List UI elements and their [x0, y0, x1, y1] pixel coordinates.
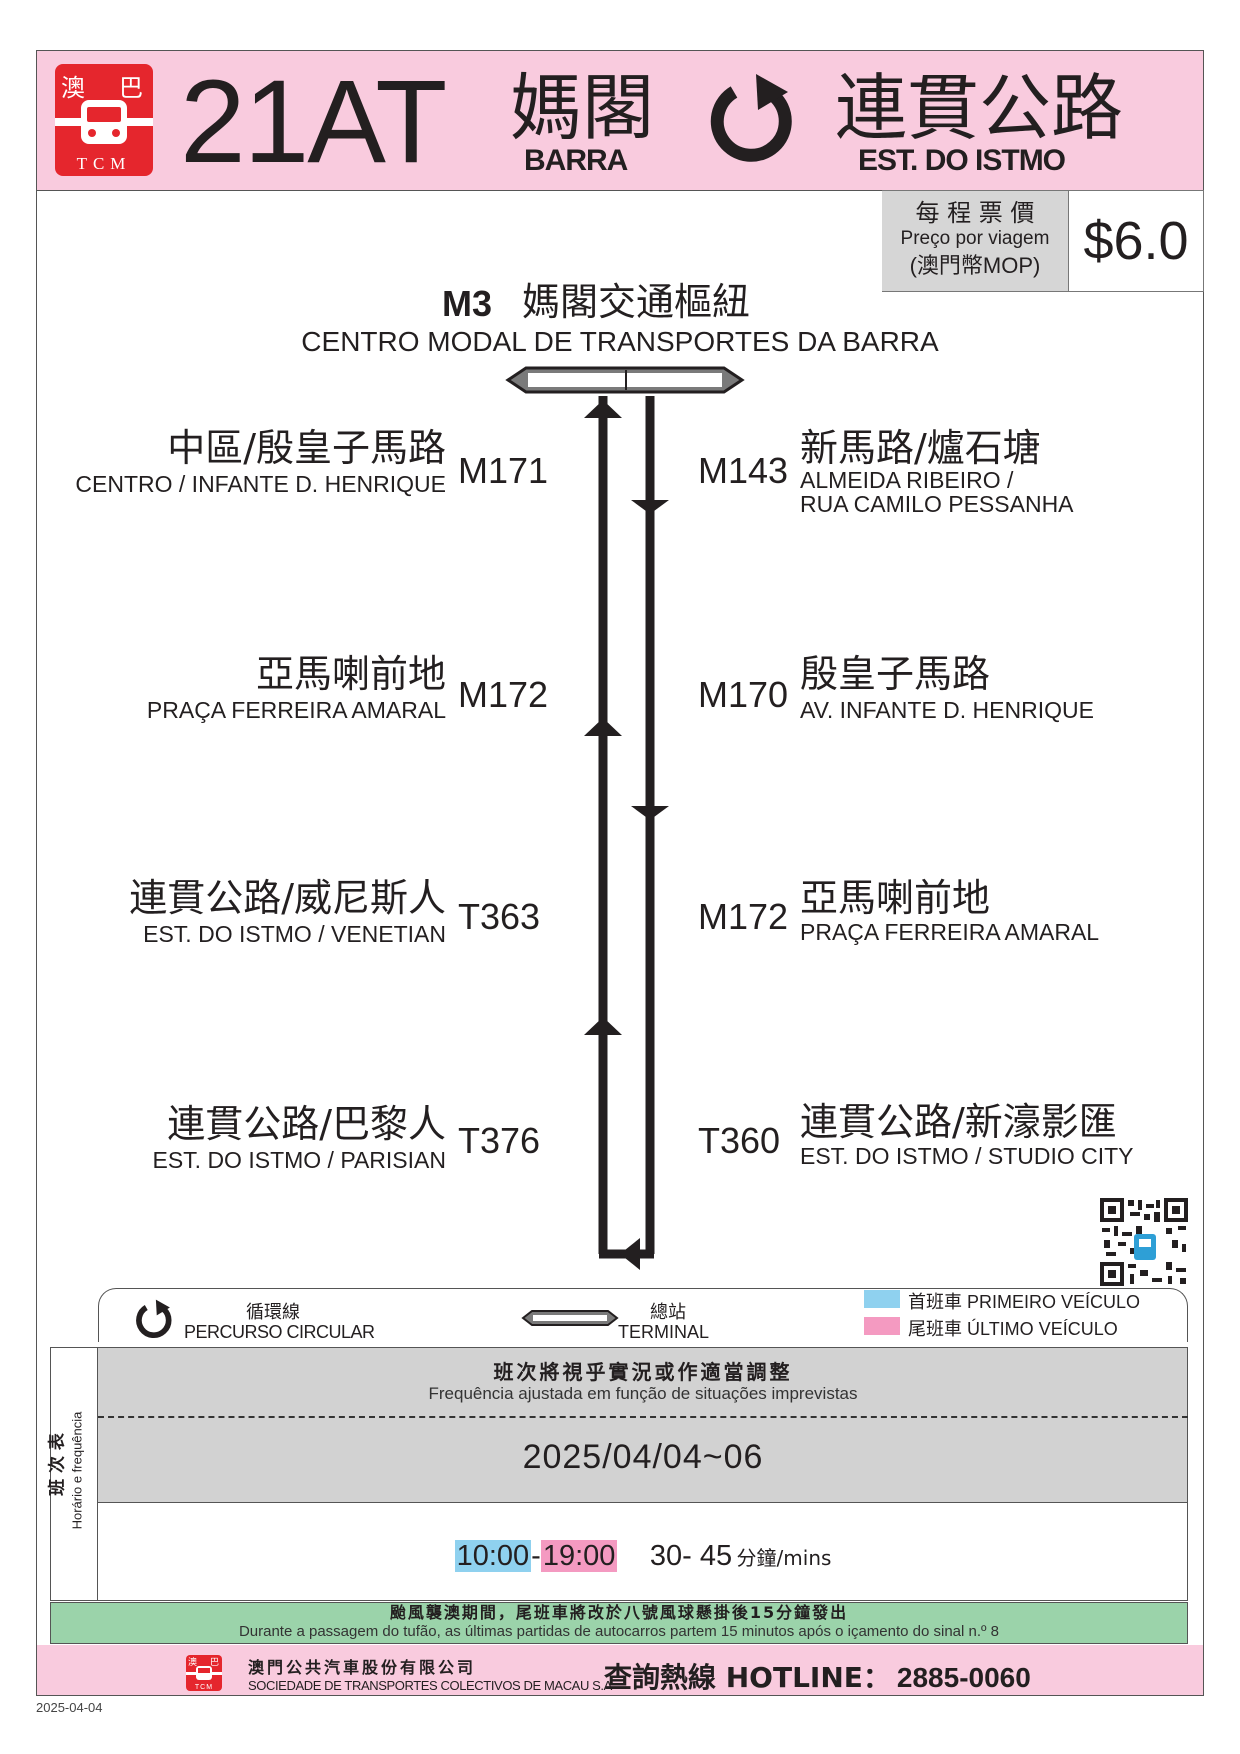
- origin-name-en: BARRA: [524, 144, 628, 177]
- schedule-date-range: 2025/04/04~06: [522, 1438, 764, 1476]
- route-diagram: [505, 366, 745, 1270]
- legend-last: 尾班車 ÚLTIMO VEÍCULO: [908, 1315, 1118, 1341]
- stop-left-1-en: CENTRO / INFANTE D. HENRIQUE: [75, 471, 446, 497]
- stop-left-4-zh: 連貫公路/巴黎人: [167, 1102, 446, 1146]
- stop-right-4-zh: 連貫公路/新濠影匯: [800, 1100, 1117, 1144]
- stop-left-4-en: EST. DO ISTMO / PARISIAN: [152, 1147, 446, 1173]
- bus-icon: [55, 100, 153, 144]
- stop-left-2-zh: 亞馬喇前地: [255, 652, 446, 696]
- terminus-name-zh: 媽閣交通樞紐: [522, 280, 751, 324]
- time-separator: -: [531, 1540, 541, 1572]
- legend-circular-zh: 循環線: [246, 1302, 300, 1323]
- stop-right-3-en: PRAÇA FERREIRA AMARAL: [800, 919, 1100, 945]
- legend-last-zh: 尾班車: [908, 1319, 962, 1340]
- schedule-table: [50, 1347, 1188, 1601]
- company-name-zh: 澳門公共汽車股份有限公司: [248, 1658, 477, 1677]
- footer-logo-char-2: 巴: [209, 1657, 219, 1667]
- stop-right-1-zh: 新馬路/爐石塘: [800, 426, 1041, 470]
- stop-left-4-code: T376: [458, 1120, 541, 1161]
- stop-right-1-en2: RUA CAMILO PESSANHA: [800, 491, 1074, 517]
- frequency-value: 30- 45: [649, 1540, 733, 1572]
- fare-amount: $6.0: [1083, 211, 1189, 271]
- stop-right-3-code: M172: [698, 896, 789, 937]
- first-bus-time: 10:00: [454, 1540, 532, 1572]
- stop-left-3-code: T363: [458, 896, 541, 937]
- schedule-notice-panel: [98, 1347, 1188, 1503]
- fare-label-zh: 每 程 票 價: [915, 199, 1035, 227]
- schedule-times: 10:00-19:00 30- 45 分鐘/mins: [98, 1540, 1188, 1573]
- logo-char-2: 巴: [119, 74, 143, 102]
- legend-first-zh: 首班車: [908, 1292, 962, 1313]
- terminal-bar-icon: [521, 1310, 619, 1326]
- footer-logo-char-1: 澳: [188, 1657, 198, 1667]
- qr-code-icon[interactable]: [1100, 1198, 1188, 1286]
- schedule-notice-pt: Frequência ajustada em função de situaçõ…: [428, 1384, 858, 1403]
- stop-right-4-code: T360: [698, 1120, 781, 1161]
- legend-terminal-zh: 總站: [650, 1302, 686, 1323]
- footer-band: [37, 1645, 1203, 1695]
- legend-first-swatch: [864, 1290, 900, 1308]
- hotline-number[interactable]: 2885-0060: [896, 1662, 1031, 1693]
- stop-right-1-en1: ALMEIDA RIBEIRO /: [800, 467, 1014, 493]
- bus-icon: [186, 1666, 222, 1680]
- schedule-side-pt: Horário e frequência: [69, 1411, 85, 1530]
- logo-char-1: 澳: [61, 74, 85, 102]
- stop-left-2-en: PRAÇA FERREIRA AMARAL: [146, 697, 446, 723]
- stop-left-3-en: EST. DO ISTMO / VENETIAN: [143, 921, 446, 947]
- legend-first: 首班車 PRIMEIRO VEÍCULO: [908, 1288, 1140, 1314]
- legend-circular-pt: PERCURSO CIRCULAR: [184, 1322, 375, 1342]
- schedule-divider: [98, 1416, 1188, 1418]
- terminus-name-pt: CENTRO MODAL DE TRANSPORTES DA BARRA: [301, 326, 939, 357]
- circular-arrow-icon: [710, 74, 792, 162]
- stop-left-1-code: M171: [458, 450, 549, 491]
- stop-left-3-zh: 連貫公路/威尼斯人: [129, 876, 446, 920]
- footer-logo: 澳 巴 TCM: [186, 1655, 222, 1691]
- legend-first-pt: PRIMEIRO VEÍCULO: [967, 1292, 1141, 1312]
- stop-right-1-code: M143: [698, 450, 789, 491]
- fare-label-pt: Preço por viagem: [900, 228, 1050, 249]
- circular-arrow-icon: [136, 1299, 172, 1338]
- stop-right-2-code: M170: [698, 674, 789, 715]
- schedule-sidebar: [50, 1347, 98, 1601]
- last-bus-time: 19:00: [540, 1540, 618, 1572]
- footer-logo-brand: TCM: [194, 1684, 214, 1691]
- tcm-logo: 澳 巴 TCM: [55, 64, 153, 176]
- print-date: 2025-04-04: [36, 1700, 103, 1715]
- poster-frame: [36, 50, 1204, 1696]
- stop-right-2-en: AV. INFANTE D. HENRIQUE: [800, 697, 1094, 723]
- stop-right-4-en: EST. DO ISTMO / STUDIO CITY: [800, 1143, 1134, 1169]
- logo-brand: TCM: [76, 154, 132, 173]
- hotline: 查詢熱線 HOTLINE：2885-0060: [604, 1656, 1031, 1696]
- route-number: 21AT: [180, 56, 447, 188]
- origin-name-zh: 媽閣: [510, 66, 655, 150]
- fare-label-currency: (澳門幣MOP): [909, 253, 1041, 278]
- header-band: [37, 51, 1203, 191]
- fare-label: 每 程 票 價 Preço por viagem (澳門幣MOP): [882, 191, 1069, 291]
- typhoon-notice-pt: Durante a passagem do tufão, as últimas …: [238, 1623, 1000, 1640]
- frequency-unit: 分鐘/mins: [736, 1546, 832, 1570]
- company-name-pt: SOCIEDADE DE TRANSPORTES COLECTIVOS DE M…: [248, 1678, 612, 1693]
- schedule-side-zh: 班 次 表: [47, 1433, 68, 1496]
- typhoon-notice: 颱風襲澳期間，尾班車將改於八號風球懸掛後15分鐘發出 Durante a pas…: [50, 1602, 1188, 1644]
- stop-right-2-zh: 殷皇子馬路: [800, 652, 991, 696]
- stop-right-3-zh: 亞馬喇前地: [800, 876, 991, 920]
- terminal-bar-icon: [505, 366, 745, 394]
- legend-last-swatch: [864, 1317, 900, 1335]
- typhoon-notice-zh: 颱風襲澳期間，尾班車將改於八號風球懸掛後15分鐘發出: [389, 1603, 849, 1622]
- schedule-notice-zh: 班次將視乎實況或作適當調整: [493, 1360, 793, 1384]
- terminus-code: M3: [442, 283, 493, 324]
- destination-name-en: EST. DO ISTMO: [858, 144, 1066, 177]
- stop-left-1-zh: 中區/殷皇子馬路: [167, 426, 446, 470]
- legend-terminal-pt: TERMINAL: [618, 1322, 710, 1342]
- destination-name-zh: 連貫公路: [835, 66, 1124, 150]
- hotline-label: 查詢熱線 HOTLINE：: [604, 1661, 891, 1694]
- stop-left-2-code: M172: [458, 674, 549, 715]
- legend-panel: [98, 1288, 1188, 1342]
- legend-last-pt: ÚLTIMO VEÍCULO: [967, 1319, 1118, 1339]
